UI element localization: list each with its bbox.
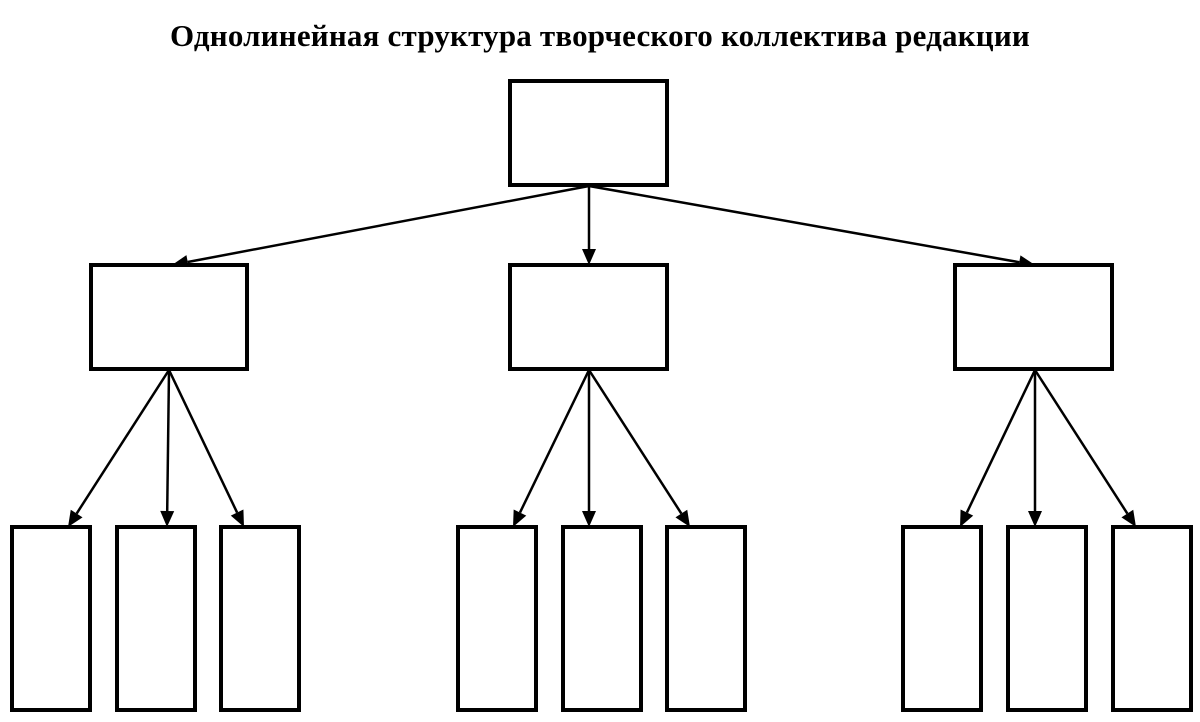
node-box-root <box>508 79 669 187</box>
arrowhead-leaf-left-1 <box>68 509 83 527</box>
arrowhead-leaf-right-3 <box>1121 509 1136 527</box>
node-box-leaf-right-3 <box>1111 525 1193 712</box>
connector-mid-center-to-leaf-center-1 <box>518 369 591 514</box>
node-box-leaf-center-1 <box>456 525 538 712</box>
arrowhead-leaf-right-2 <box>1028 511 1042 527</box>
connector-mid-right-to-leaf-right-3 <box>1033 369 1129 515</box>
connector-mid-left-to-leaf-left-1 <box>75 369 171 515</box>
node-box-mid-right <box>953 263 1114 371</box>
arrowhead-leaf-right-1 <box>960 509 974 527</box>
node-box-leaf-center-3 <box>665 525 747 712</box>
arrowhead-leaf-center-1 <box>513 509 527 527</box>
diagram-title: Однолинейная структура творческого колле… <box>170 18 1030 53</box>
node-box-leaf-center-2 <box>561 525 643 712</box>
node-box-mid-center <box>508 263 669 371</box>
connector-mid-left-to-leaf-left-2 <box>165 369 171 512</box>
node-box-mid-left <box>89 263 249 371</box>
connector-mid-left-to-leaf-left-3 <box>167 369 239 514</box>
connector-root-to-mid-right <box>588 184 1020 264</box>
node-box-leaf-left-2 <box>115 525 197 712</box>
node-box-leaf-left-1 <box>10 525 92 712</box>
node-box-leaf-left-3 <box>219 525 301 712</box>
connector-root-to-mid-left <box>187 184 590 264</box>
arrowhead-leaf-left-2 <box>160 510 175 527</box>
connector-mid-center-to-leaf-center-3 <box>587 369 683 515</box>
nodes <box>10 79 1193 712</box>
arrowhead-leaf-left-3 <box>230 509 244 527</box>
node-box-leaf-right-1 <box>901 525 983 712</box>
arrowhead-leaf-center-3 <box>675 509 690 527</box>
connector-mid-right-to-leaf-right-1 <box>965 369 1037 514</box>
arrowhead-leaf-center-2 <box>582 511 596 527</box>
arrowhead-mid-center <box>582 249 596 265</box>
node-box-leaf-right-2 <box>1006 525 1088 712</box>
